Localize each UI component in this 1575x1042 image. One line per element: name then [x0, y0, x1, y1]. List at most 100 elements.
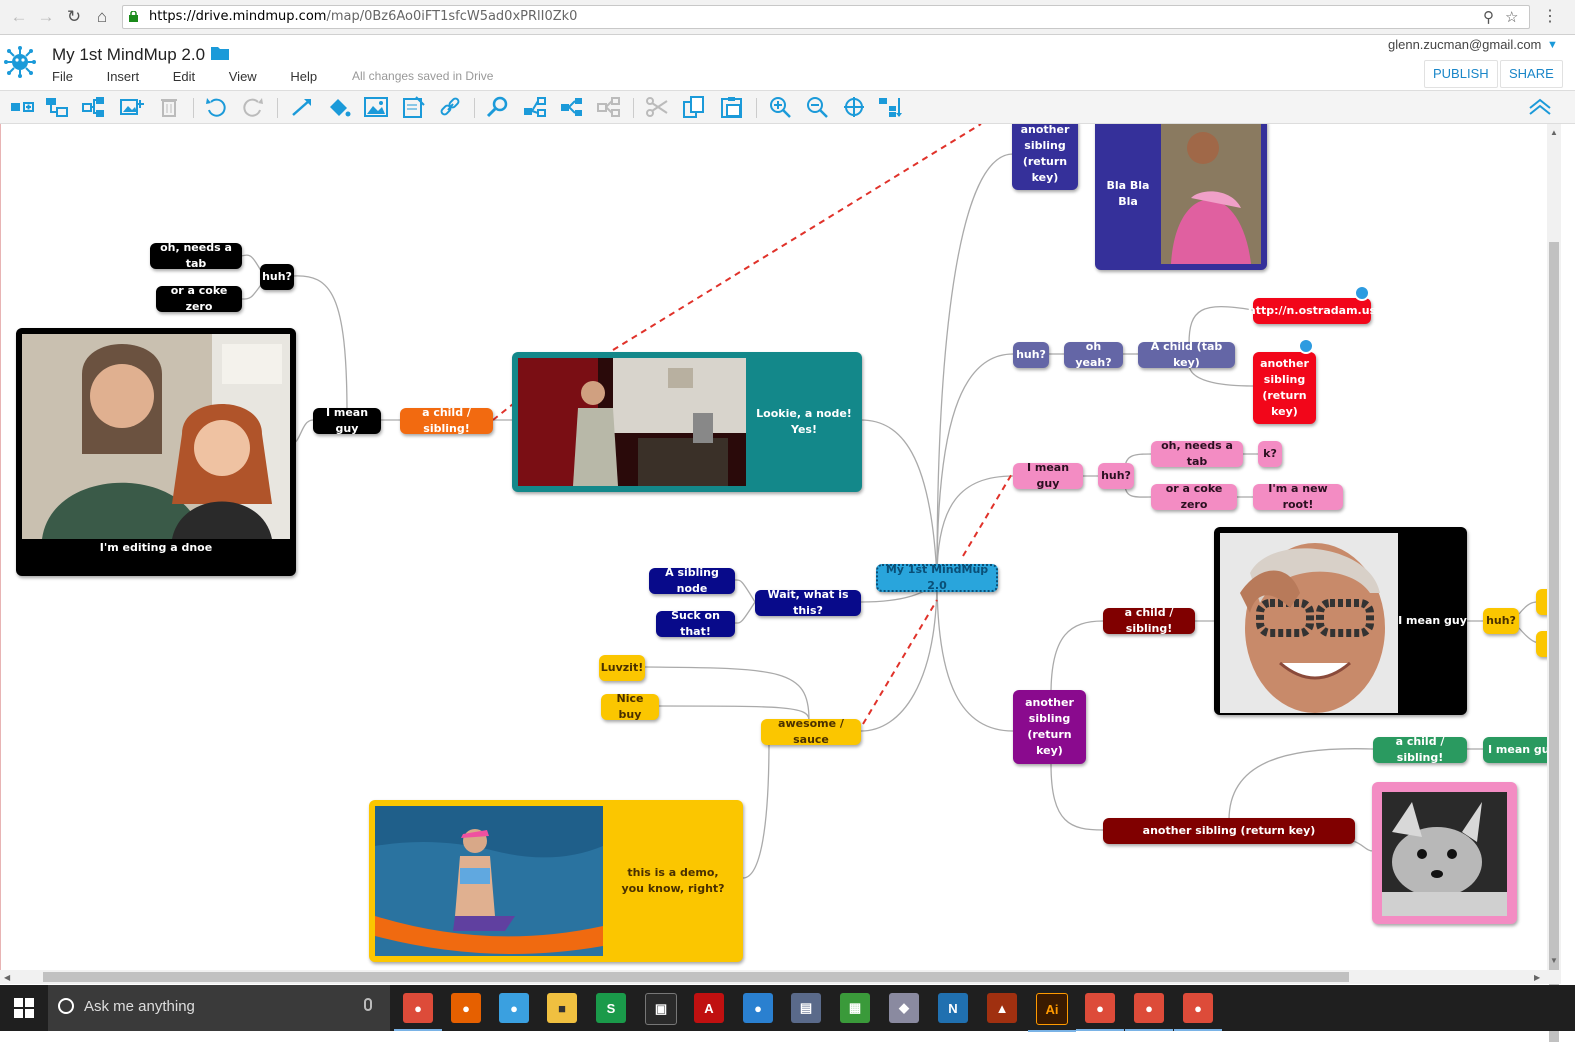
node-k[interactable]: k?: [1258, 441, 1282, 467]
node-nice-buy[interactable]: Nice buy: [601, 692, 659, 721]
sheets-app-icon[interactable]: ▦: [840, 993, 870, 1023]
windows-start-icon[interactable]: [14, 998, 34, 1018]
user-email[interactable]: glenn.zucman@gmail.com: [1388, 37, 1542, 52]
illustrator-app-icon[interactable]: Ai: [1028, 993, 1076, 1032]
zoom-out-icon[interactable]: [805, 96, 829, 118]
node-partial[interactable]: [1536, 589, 1548, 615]
tool-app-icon[interactable]: ◆: [889, 993, 919, 1023]
expand-icon[interactable]: [523, 96, 547, 118]
chrome-profile-icon[interactable]: ●: [1076, 993, 1124, 1031]
link-icon[interactable]: [438, 96, 462, 118]
collapse-toolbar-icon[interactable]: [1528, 96, 1552, 118]
chrome-profile-icon[interactable]: ●: [1174, 993, 1222, 1031]
search-icon[interactable]: [486, 96, 510, 118]
node-huh[interactable]: huh?: [1013, 342, 1049, 368]
node-lookie-photo[interactable]: Lookie, a node! Yes!: [512, 352, 862, 492]
node-link-ostradamus[interactable]: http://n.ostradam.us: [1248, 298, 1376, 324]
cut-icon[interactable]: [645, 96, 669, 118]
chrome-profile-icon[interactable]: ●: [1125, 993, 1173, 1031]
image-icon[interactable]: [364, 96, 388, 118]
collapse-icon[interactable]: [560, 96, 584, 118]
folder-icon[interactable]: [211, 46, 229, 60]
node-a-child-sibling[interactable]: a child / sibling!: [400, 406, 493, 435]
add-image-icon[interactable]: [120, 96, 144, 118]
node-i-mean-guy[interactable]: I mean guy: [1013, 461, 1083, 490]
menu-edit[interactable]: Edit: [172, 69, 196, 84]
node-demo-photo[interactable]: this is a demo, you know, right?: [369, 800, 743, 962]
browser-app-icon[interactable]: ●: [743, 993, 773, 1023]
connect-icon[interactable]: [290, 96, 314, 118]
node-oh-needs-a-tab[interactable]: oh, needs a tab: [1151, 439, 1243, 468]
node-huh[interactable]: huh?: [1098, 463, 1134, 489]
store-app-icon[interactable]: ▣: [645, 993, 677, 1025]
document-title[interactable]: My 1st MindMup 2.0: [52, 45, 206, 64]
undo-icon[interactable]: [204, 96, 228, 118]
zoom-in-icon[interactable]: [768, 96, 792, 118]
scroll-left-icon[interactable]: ◀: [4, 973, 11, 982]
menu-help[interactable]: Help: [290, 69, 318, 84]
file-explorer-icon[interactable]: ■: [547, 993, 577, 1023]
note-app-icon[interactable]: N: [938, 993, 968, 1023]
home-icon[interactable]: ⌂: [96, 7, 108, 26]
bookmark-star-icon[interactable]: ☆: [1505, 9, 1519, 26]
scroll-down-icon[interactable]: ▼: [1550, 956, 1558, 965]
reload-icon[interactable]: ↻: [66, 7, 82, 26]
back-icon[interactable]: ←: [10, 7, 28, 26]
node-huh[interactable]: huh?: [260, 264, 294, 290]
node-another-sibling[interactable]: another sibling (return key): [1103, 818, 1355, 844]
share-button[interactable]: SHARE: [1500, 60, 1563, 88]
node-bla-photo[interactable]: Bla Bla Bla: [1095, 124, 1267, 270]
address-bar[interactable]: https://drive.mindmup.com/map/0Bz6Ao0iFT…: [122, 5, 1530, 29]
scroll-right-icon[interactable]: ▶: [1534, 973, 1541, 982]
node-another-sibling[interactable]: another sibling (return key): [1013, 690, 1086, 764]
sway-app-icon[interactable]: S: [596, 993, 626, 1023]
publish-button[interactable]: PUBLISH: [1424, 60, 1498, 88]
node-wait-what-is-this[interactable]: Wait, what is this?: [755, 588, 861, 617]
node-or-a-coke-zero[interactable]: or a coke zero: [156, 284, 242, 313]
firefox-app-icon[interactable]: ●: [451, 993, 481, 1023]
node-luvzit[interactable]: Luvzit!: [599, 655, 645, 681]
layout-icon[interactable]: [878, 96, 902, 118]
chevron-down-icon[interactable]: ▼: [1547, 39, 1558, 51]
node-i-mean-guy[interactable]: I mean guy: [1483, 737, 1548, 763]
menu-file[interactable]: File: [52, 69, 73, 84]
node-oh-needs-a-tab[interactable]: oh, needs a tab: [150, 241, 242, 270]
microphone-icon[interactable]: [364, 998, 372, 1011]
scroll-up-icon[interactable]: ▲: [1550, 128, 1558, 137]
node-i-mean-guy[interactable]: I mean guy: [313, 406, 381, 435]
node-root[interactable]: My 1st MindMup 2.0: [876, 563, 998, 592]
delete-icon[interactable]: [157, 96, 181, 118]
paste-icon[interactable]: [720, 96, 744, 118]
add-child-icon[interactable]: [10, 96, 34, 118]
mindmap-canvas[interactable]: oh, needs a tab huh? or a coke zero I'm …: [0, 124, 1548, 970]
copy-icon[interactable]: [682, 96, 706, 118]
center-icon[interactable]: [842, 96, 866, 118]
color-fill-icon[interactable]: [327, 96, 351, 118]
photos-app-icon[interactable]: ●: [499, 993, 529, 1023]
node-new-root[interactable]: I'm a new root!: [1253, 482, 1343, 511]
link-icon[interactable]: [1354, 285, 1370, 301]
node-or-a-coke-zero[interactable]: or a coke zero: [1151, 482, 1237, 511]
node-huh[interactable]: huh?: [1483, 608, 1519, 634]
horizontal-scroll-thumb[interactable]: [43, 972, 1349, 982]
forward-icon[interactable]: →: [37, 7, 55, 26]
node-dog-photo[interactable]: [1372, 782, 1517, 924]
collapse-all-icon[interactable]: [597, 96, 621, 118]
node-a-child-tab-key[interactable]: A child (tab key): [1138, 340, 1235, 369]
node-photo-editing[interactable]: I'm editing a dnoe: [16, 328, 296, 576]
browser-menu-icon[interactable]: ⋮: [1542, 8, 1558, 25]
acrobat-app-icon[interactable]: A: [694, 993, 724, 1023]
node-a-child-sibling[interactable]: a child / sibling!: [1373, 735, 1467, 764]
cortana-search-input[interactable]: Ask me anything: [48, 985, 390, 1031]
node-awesome-sauce[interactable]: awesome / sauce: [761, 717, 861, 746]
node-another-sibling[interactable]: another sibling (return key): [1012, 124, 1078, 190]
vertical-scrollbar[interactable]: ▲ ▼: [1547, 124, 1561, 1042]
redo-icon[interactable]: [241, 96, 265, 118]
node-partial[interactable]: [1536, 631, 1548, 657]
game-app-icon[interactable]: ▲: [987, 993, 1017, 1023]
node-oh-yeah[interactable]: oh yeah?: [1064, 340, 1123, 369]
link-icon[interactable]: [1298, 338, 1314, 354]
node-a-child-sibling[interactable]: a child / sibling!: [1103, 606, 1195, 635]
insert-parent-icon[interactable]: [82, 96, 106, 118]
add-sibling-icon[interactable]: [45, 96, 69, 118]
